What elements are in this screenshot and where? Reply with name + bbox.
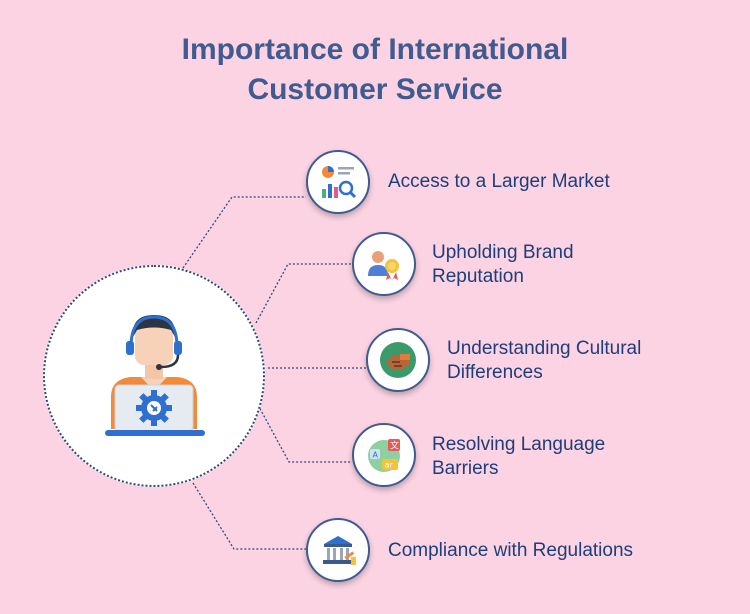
- brand-node: [352, 232, 416, 296]
- label-brand-line-1: Upholding Brand: [432, 242, 574, 263]
- market-analytics-icon: [322, 166, 357, 199]
- title-line-1: Importance of International: [181, 33, 569, 66]
- connector-5: [192, 482, 306, 550]
- hub-circle: [43, 265, 265, 487]
- language-translation-icon: A 文 ar: [368, 439, 400, 472]
- label-compliance-line-1: Compliance with Regulations: [388, 540, 634, 561]
- label-language-line-2: Barriers: [432, 458, 499, 479]
- svg-text:A: A: [373, 451, 379, 460]
- label-market: Access to a Larger Market: [388, 170, 610, 194]
- cultural-handshake-icon: [380, 342, 416, 378]
- customer-support-agent-icon: [105, 315, 205, 436]
- svg-text:文: 文: [390, 440, 399, 452]
- label-language: Resolving Language Barriers: [432, 433, 605, 481]
- connector-4: [257, 404, 352, 463]
- language-node: A 文 ar: [352, 423, 416, 487]
- brand-reputation-icon: [368, 251, 399, 281]
- connector-2: [255, 263, 352, 324]
- label-language-line-1: Resolving Language: [432, 434, 606, 455]
- connector-1: [182, 196, 306, 269]
- svg-text:ar: ar: [385, 461, 394, 470]
- label-culture-line-1: Understanding Cultural: [447, 338, 642, 359]
- regulations-courthouse-icon: [323, 536, 356, 565]
- label-brand: Upholding Brand Reputation: [432, 241, 574, 289]
- market-node: [306, 150, 370, 214]
- label-brand-line-2: Reputation: [432, 266, 524, 287]
- page-title: Importance of International Customer Ser…: [0, 30, 750, 110]
- label-culture-line-2: Differences: [447, 362, 543, 383]
- label-culture: Understanding Cultural Differences: [447, 337, 641, 385]
- title-line-2: Customer Service: [247, 73, 503, 106]
- compliance-node: [306, 518, 370, 582]
- culture-node: [366, 328, 430, 392]
- label-market-line-1: Access to a Larger Market: [388, 171, 610, 192]
- label-compliance: Compliance with Regulations: [388, 539, 633, 563]
